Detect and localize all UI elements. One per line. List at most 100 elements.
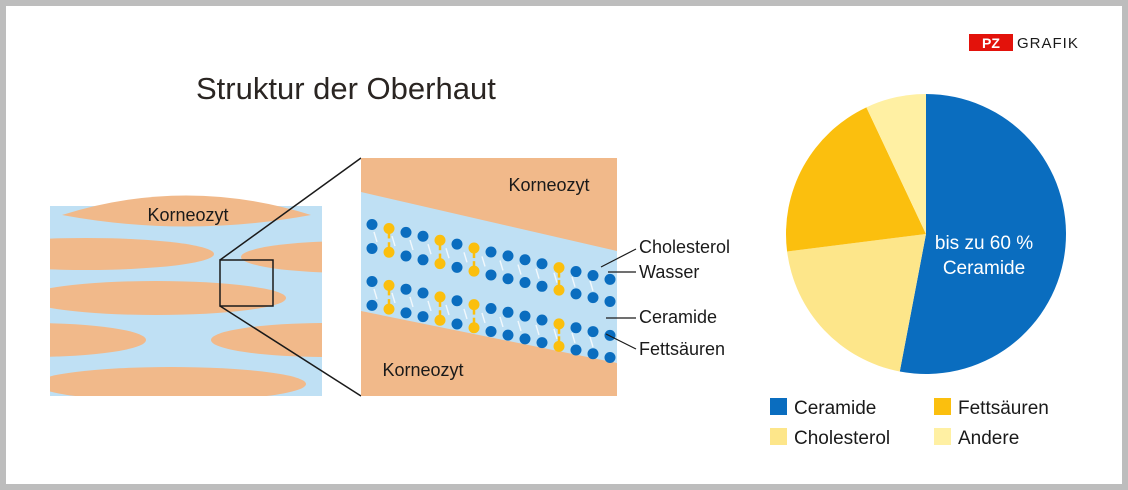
ceramide-molecule (502, 273, 514, 285)
lipid-pie-chart (785, 94, 1067, 375)
ceramide-molecule (604, 295, 616, 307)
brand-badge-text: PZ (982, 35, 1000, 51)
legend-swatch-cholesterol (770, 428, 787, 445)
water-molecule (553, 272, 558, 283)
ceramide-molecule (587, 348, 599, 360)
ceramide-molecule (485, 246, 497, 258)
fatty-acid-molecule (434, 234, 446, 246)
callouts (600, 248, 637, 350)
ceramide-molecule (536, 258, 548, 270)
ceramide-molecule (587, 326, 599, 338)
ceramide-molecule (366, 275, 378, 287)
legend-swatch-ceramide (770, 398, 787, 415)
ceramide-molecule (604, 273, 616, 285)
fatty-acid-molecule (553, 284, 565, 296)
fatty-acid-molecule (468, 265, 480, 277)
zoom-bottom-label: Korneozyt (382, 360, 463, 380)
ceramide-molecule (536, 337, 548, 349)
fatty-acid-molecule (468, 242, 480, 254)
ceramide-molecule (366, 219, 378, 231)
fatty-acid-molecule (434, 291, 446, 303)
water-molecule (409, 239, 414, 251)
legend-label-ceramide: Ceramide (794, 398, 876, 419)
water-molecule (499, 316, 504, 328)
brand-logo: PZ GRAFIK (969, 34, 1079, 52)
skin-section: Korneozyt (50, 195, 322, 396)
ceramide-molecule (604, 351, 616, 363)
fatty-acid-molecule (468, 322, 480, 334)
ceramide-molecule (400, 226, 412, 238)
zoom-connector-bottom (219, 305, 362, 397)
pie-slice-cholesterol (787, 234, 926, 372)
ceramide-molecule (485, 269, 497, 281)
page-title: Struktur der Oberhaut (196, 71, 496, 106)
zoom-top-label: Korneozyt (508, 175, 589, 195)
water-molecule (427, 300, 432, 312)
water-molecule (373, 288, 378, 300)
pie-annotation-line2: Ceramide (943, 258, 1025, 279)
fatty-acid-molecule (383, 279, 395, 291)
ceramide-molecule (417, 311, 429, 323)
water-molecule (391, 235, 396, 247)
water-molecule (391, 292, 396, 304)
legend-label-andere: Andere (958, 428, 1019, 449)
water-molecule (499, 260, 504, 271)
water-molecule (481, 312, 486, 324)
legend-swatch-andere (934, 428, 951, 445)
ceramide-molecule (451, 238, 463, 250)
legend-swatch-fettsaeuren (934, 398, 951, 415)
ceramide-molecule (417, 287, 429, 299)
ceramide-molecule (519, 277, 531, 289)
water-molecule (517, 320, 522, 332)
legend-label-fettsaeuren: Fettsäuren (958, 398, 1049, 419)
ceramide-molecule (400, 283, 412, 295)
water-molecule (517, 264, 522, 275)
zoom-panel (361, 158, 617, 396)
ceramide-molecule (570, 322, 582, 334)
fatty-acid-molecule (434, 258, 446, 270)
callout-ceramide: Ceramide (639, 307, 717, 327)
water-molecule (535, 324, 540, 336)
water-molecule (373, 231, 378, 243)
ceramide-molecule (400, 307, 412, 319)
ceramide-molecule (519, 254, 531, 266)
callout-wasser: Wasser (639, 262, 699, 282)
water-molecule (571, 276, 576, 288)
ceramide-molecule (587, 292, 599, 304)
ceramide-molecule (587, 269, 599, 281)
water-molecule (463, 308, 468, 320)
fatty-acid-molecule (383, 303, 395, 315)
water-molecule (463, 252, 468, 263)
fatty-acid-molecule (553, 340, 565, 352)
pie-slice-andere (866, 94, 926, 234)
ceramide-molecule (570, 266, 582, 278)
water-molecule (535, 268, 540, 279)
water-molecule (427, 243, 432, 255)
brand-label: GRAFIK (1017, 35, 1079, 52)
callout-line-cholesterol (600, 248, 637, 268)
ceramide-molecule (536, 280, 548, 292)
brand-badge (969, 34, 1013, 51)
ceramide-molecule (570, 288, 582, 300)
callout-fettsaeuren: Fettsäuren (639, 339, 725, 359)
ceramide-molecule (485, 302, 497, 314)
legend-label-cholesterol: Cholesterol (794, 428, 890, 449)
ceramide-molecule (451, 295, 463, 307)
ceramide-molecule (366, 299, 378, 311)
pie-legend: Ceramide Fettsäuren Cholesterol Andere (770, 398, 1049, 449)
water-molecule (589, 336, 594, 348)
fatty-acid-molecule (553, 318, 565, 330)
fatty-acid-molecule (383, 246, 395, 258)
ceramide-molecule (570, 344, 582, 356)
water-molecule (589, 280, 594, 292)
ceramide-molecule (502, 329, 514, 341)
water-molecule (445, 304, 450, 316)
water-molecule (553, 328, 558, 340)
zoom-box (219, 259, 274, 307)
fatty-acid-molecule (383, 222, 395, 234)
water-molecule (571, 332, 576, 344)
water-molecule (445, 248, 450, 259)
lipid-bilayer (366, 219, 616, 363)
ceramide-molecule (400, 250, 412, 262)
